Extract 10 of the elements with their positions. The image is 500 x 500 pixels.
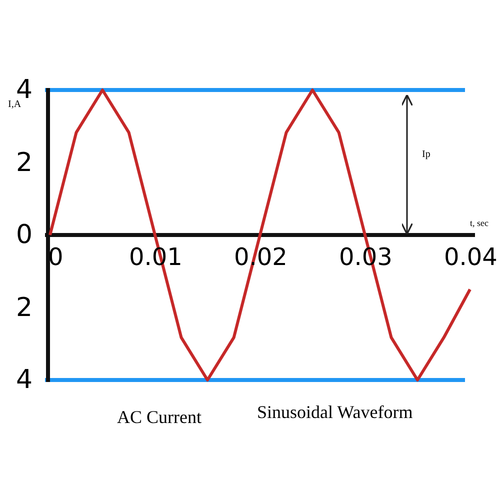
dimension-label: Ip [422, 150, 430, 160]
y-tick-label: 2 [16, 294, 33, 320]
axis-title: t, sec [470, 219, 488, 228]
y-tick-label: 2 [16, 150, 33, 176]
y-tick-label: 0 [16, 222, 33, 248]
y-tick-label: 4 [16, 367, 33, 393]
x-tick-label: 0.04 [444, 245, 498, 269]
caption-text: Sinusoidal Waveform [257, 403, 413, 421]
caption-text: AC Current [117, 408, 202, 426]
axis-title: I,A [8, 100, 22, 110]
